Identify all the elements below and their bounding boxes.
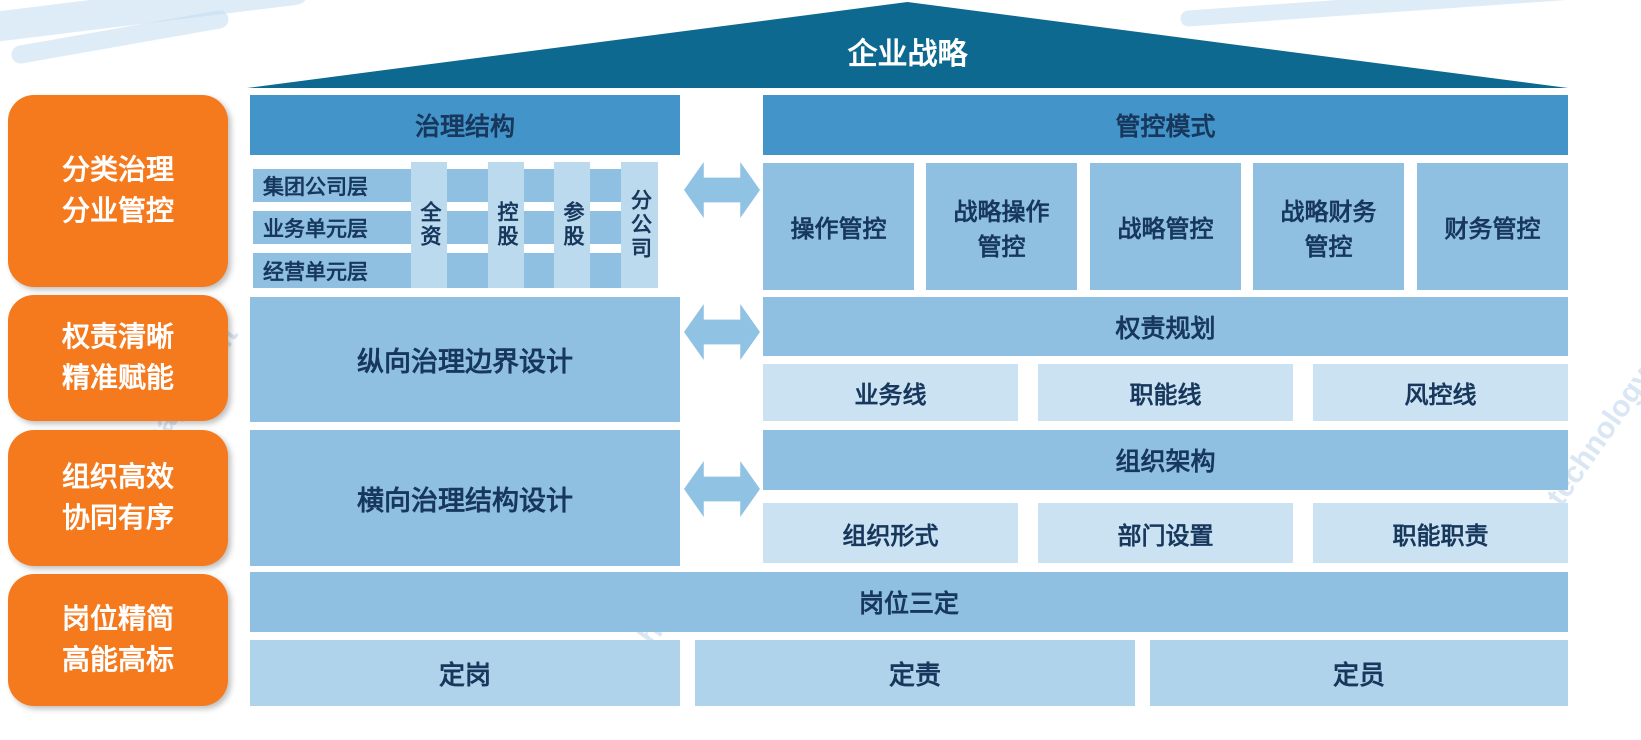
- responsibility-planning-header: 权责规划: [763, 297, 1568, 356]
- mode-box-strategic-financial-control: 战略财务 管控: [1253, 163, 1404, 290]
- left-right-arrow-icon-row3: [684, 461, 760, 517]
- ownership-strip-wholly-owned: 全资: [411, 162, 447, 288]
- fix-box-position: 定岗: [250, 640, 680, 706]
- fix-box-responsibility: 定责: [695, 640, 1135, 706]
- ownership-strip-holding: 控股: [488, 162, 524, 288]
- mode-box-financial-control: 财务管控: [1417, 163, 1568, 290]
- line-box-risk-control: 风控线: [1313, 364, 1568, 421]
- watermark-swoosh-top-right: [1179, 0, 1611, 27]
- ownership-strip-branch-company: 分公司: [621, 162, 658, 288]
- level-row-group-company: 集团公司层: [253, 169, 658, 202]
- pillar-classified-governance: 分类治理 分业管控: [8, 95, 228, 287]
- org-box-duties: 职能职责: [1313, 503, 1568, 563]
- pillar-streamlined-positions: 岗位精简 高能高标: [8, 574, 228, 706]
- pillar-clear-responsibilities: 权责清晰 精准赋能: [8, 295, 228, 421]
- level-row-operating-unit: 经营单元层: [253, 253, 658, 288]
- org-structure-header: 组织架构: [763, 430, 1568, 490]
- horizontal-governance-structure-design-block: 横向治理结构设计: [250, 430, 680, 566]
- line-box-function: 职能线: [1038, 364, 1293, 421]
- vertical-governance-boundary-design-block: 纵向治理边界设计: [250, 297, 680, 422]
- ownership-strip-equity-participation: 参股: [554, 162, 590, 288]
- left-right-arrow-icon-row2: [684, 304, 760, 360]
- mode-box-strategic-control: 战略管控: [1090, 163, 1241, 290]
- mode-box-operation-control: 操作管控: [763, 163, 914, 290]
- level-row-business-unit: 业务单元层: [253, 211, 658, 244]
- enterprise-strategy-title: 企业战略: [847, 38, 968, 71]
- pillar-efficient-organization: 组织高效 协同有序: [8, 430, 228, 566]
- mode-box-strategic-operation-control: 战略操作 管控: [926, 163, 1077, 290]
- governance-structure-header: 治理结构: [250, 95, 680, 155]
- fix-box-staffing: 定员: [1150, 640, 1568, 706]
- watermark-swoosh-top-left-2: [10, 9, 230, 65]
- org-box-form: 组织形式: [763, 503, 1018, 563]
- left-right-arrow-icon-row1: [684, 162, 760, 218]
- line-box-business: 业务线: [763, 364, 1018, 421]
- position-three-fixes-header: 岗位三定: [250, 572, 1568, 632]
- org-box-departments: 部门设置: [1038, 503, 1293, 563]
- control-mode-header: 管控模式: [763, 95, 1568, 155]
